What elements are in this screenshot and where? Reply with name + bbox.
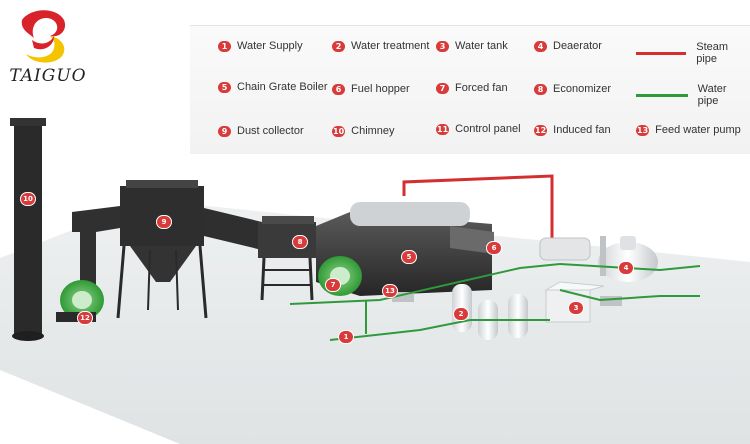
brand-name: TAIGUO [9, 66, 87, 86]
marker-forced-fan: 7 [325, 278, 341, 292]
legend-label: Water pipe [697, 83, 727, 107]
legend-label: Economizer [553, 83, 612, 95]
legend-item-5: 5 Chain Grate Boiler [218, 81, 328, 93]
legend-label: Chimney [351, 125, 395, 137]
legend-label: Water treatment [351, 40, 430, 52]
water-pipe [289, 263, 561, 305]
legend-label: Chain Grate Boiler [237, 81, 328, 93]
marker-induced-fan: 12 [77, 311, 93, 325]
legend-number: 12 [534, 124, 548, 136]
legend-number: 9 [218, 125, 231, 137]
marker-deaerator: 4 [618, 261, 634, 275]
marker-water-tank: 3 [568, 301, 584, 315]
legend-label: Fuel hopper [351, 83, 410, 95]
steam-pipe-swatch [636, 51, 687, 55]
legend-number: 2 [332, 40, 345, 52]
marker-water-treatment: 2 [453, 307, 469, 321]
legend-number: 6 [332, 83, 345, 95]
legend-item-8: 8 Economizer [534, 83, 611, 95]
legend-number: 7 [436, 82, 449, 94]
legend-label: Induced fan [553, 124, 611, 136]
legend-item-9: 9 Dust collector [218, 125, 304, 137]
legend-item-13: 13 Feed water pump [636, 124, 741, 136]
legend-number: 4 [534, 40, 547, 52]
legend-label: Steam pipe [696, 41, 729, 65]
flue-duct [72, 206, 120, 300]
legend-water-pipe: Water pipe [636, 83, 750, 107]
marker-dust-collector: 9 [156, 215, 172, 229]
legend-label: Deaerator [553, 40, 602, 52]
legend-label: Feed water pump [655, 124, 741, 136]
legend-label: Forced fan [455, 82, 508, 94]
marker-water-supply: 1 [338, 330, 354, 344]
legend-steam-pipe: Steam pipe [636, 41, 750, 65]
chimney [14, 124, 42, 336]
marker-chimney: 10 [20, 192, 36, 206]
legend-number: 8 [534, 83, 547, 95]
legend-item-6: 6 Fuel hopper [332, 83, 410, 95]
marker-fuel-hopper: 6 [486, 241, 502, 255]
floor [0, 200, 750, 444]
legend-number: 10 [332, 125, 346, 137]
feed-water-pump [392, 292, 414, 302]
legend-label: Water Supply [237, 40, 303, 52]
legend-item-2: 2 Water treatment [332, 40, 429, 52]
water-pipe-swatch [636, 93, 688, 97]
taiguo-logo-icon [21, 10, 66, 63]
legend-number: 11 [436, 123, 450, 135]
legend-item-7: 7 Forced fan [436, 82, 508, 94]
legend-label: Dust collector [237, 125, 304, 137]
legend-number: 13 [636, 124, 650, 136]
legend-number: 5 [218, 81, 231, 93]
marker-boiler: 5 [401, 250, 417, 264]
legend-item-3: 3 Water tank [436, 40, 508, 52]
steam-header [539, 237, 591, 261]
legend-label: Water tank [455, 40, 508, 52]
legend-label: Control panel [455, 123, 521, 135]
legend-number: 3 [436, 40, 449, 52]
legend-item-10: 10 Chimney [332, 125, 395, 137]
legend-item-11: 11 Control panel [436, 123, 521, 135]
legend-item-4: 4 Deaerator [534, 40, 602, 52]
marker-economizer: 8 [292, 235, 308, 249]
legend-panel: 1 Water Supply 2 Water treatment 3 Water ta… [190, 25, 750, 154]
legend-item-1: 1 Water Supply [218, 40, 303, 52]
legend-item-12: 12 Induced fan [534, 124, 611, 136]
marker-feed-water-pump: 13 [382, 284, 398, 298]
legend-number: 1 [218, 40, 231, 52]
